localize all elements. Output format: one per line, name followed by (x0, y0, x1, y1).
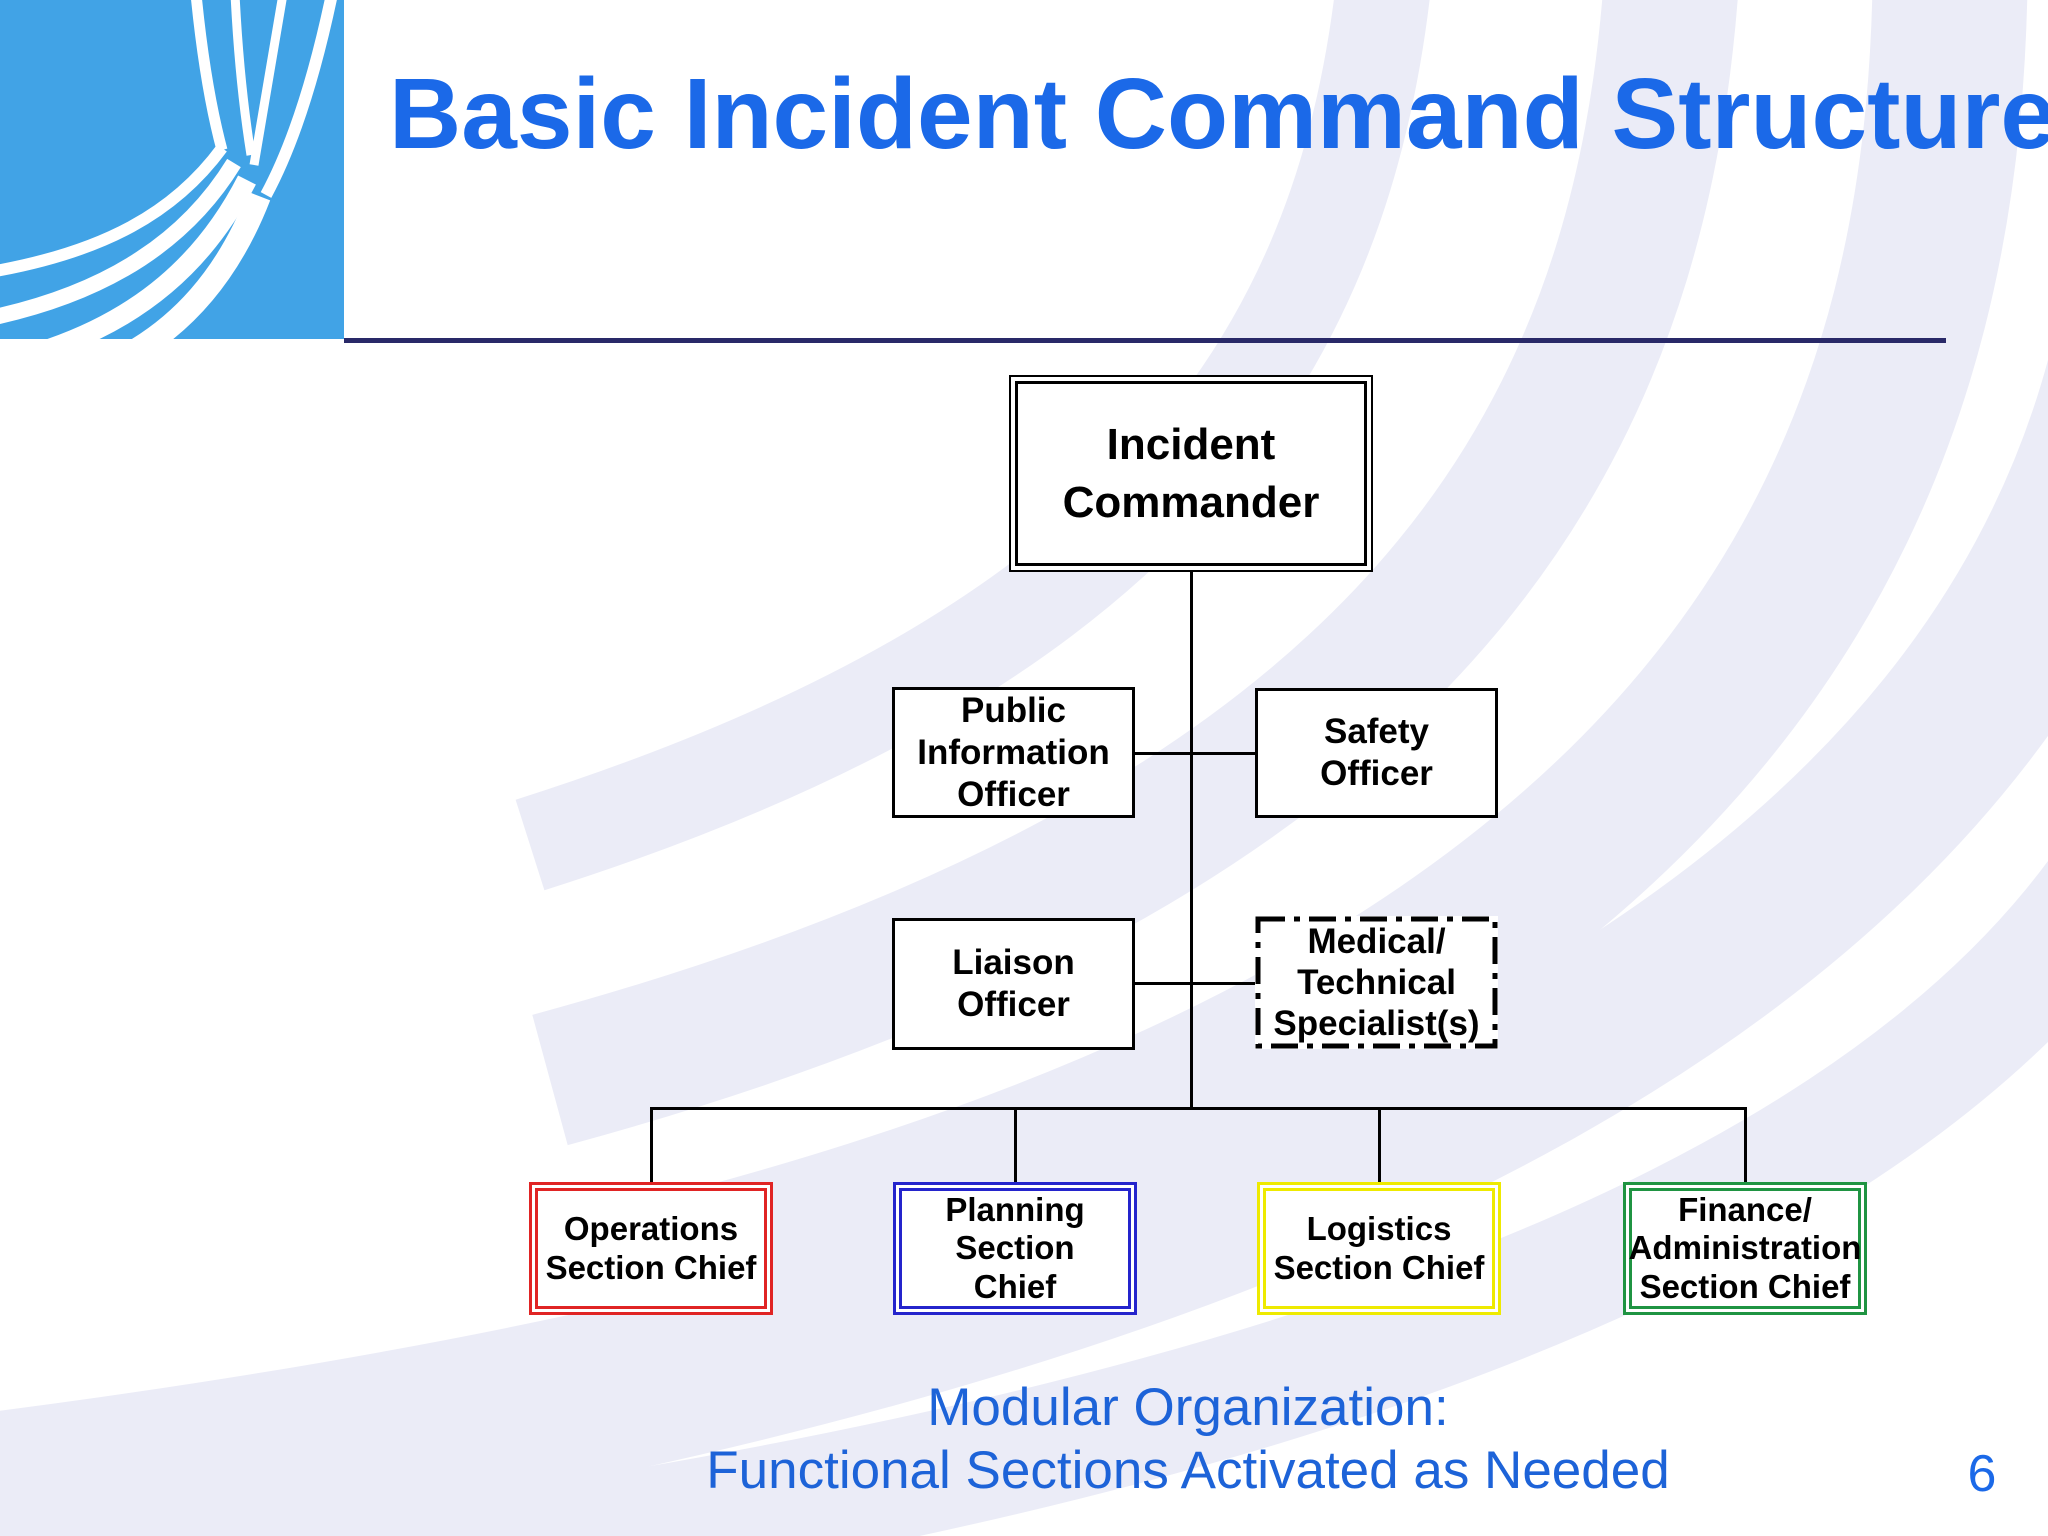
connector-drop-planning (1014, 1107, 1017, 1182)
node-logistics-section-chief: Logistics Section Chief (1257, 1182, 1501, 1315)
node-liaison-officer: Liaison Officer (892, 918, 1135, 1050)
node-label-line: Technical (1297, 962, 1456, 1002)
connector-sections-horizontal (650, 1107, 1747, 1110)
slide-title: Basic Incident Command Structure (389, 58, 2048, 170)
node-finance-administration-section-chief: Finance/ Administration Section Chief (1623, 1182, 1867, 1315)
node-label-line: Planning (945, 1191, 1085, 1229)
slide-title-line2: Incident Command Structure (683, 58, 2048, 170)
node-label-line: Section (955, 1229, 1075, 1267)
node-label-line: Commander (1062, 477, 1320, 527)
connector-officers-row2 (1135, 982, 1255, 985)
caption-line2: Functional Sections Activated as Needed (706, 1441, 1670, 1501)
connector-officers-row1 (1135, 752, 1255, 755)
node-label-line: Finance/ (1678, 1191, 1812, 1229)
incident-commander-inner-border: Incident Commander (1015, 381, 1367, 566)
connector-drop-logistics (1378, 1107, 1381, 1182)
node-label-line: Chief (973, 1267, 1057, 1305)
node-label-line: Section Chief (1639, 1267, 1851, 1305)
node-label-line: Information (917, 732, 1110, 772)
node-label-line: Specialist(s) (1273, 1004, 1480, 1044)
node-incident-commander: Incident Commander (1009, 375, 1373, 572)
connector-drop-operations (650, 1107, 653, 1182)
node-label-line: Liaison (952, 943, 1075, 982)
dash-dot-border (1255, 916, 1498, 1049)
caption-line1: Modular Organization: (927, 1378, 1449, 1437)
node-label-line: Officer (957, 985, 1070, 1024)
node-label: Medical/ Technical Specialist(s) (1273, 921, 1479, 1045)
node-label-line: Public (960, 690, 1067, 730)
node-label-line: Officer (1320, 754, 1433, 793)
slide-caption: Modular Organization: Functional Section… (330, 1376, 2046, 1502)
node-label-line: Officer (957, 774, 1070, 814)
connector-trunk-vertical (1190, 572, 1193, 1109)
node-planning-section-chief: Planning Section Chief (893, 1182, 1137, 1315)
connector-drop-finance (1744, 1107, 1747, 1182)
organization-logo-icon (0, 0, 344, 339)
node-label-line: Section Chief (1273, 1248, 1485, 1286)
node-label-line: Administration (1628, 1229, 1862, 1267)
node-public-information-officer: Public Information Officer (892, 687, 1135, 818)
node-label-line: Section Chief (545, 1248, 757, 1286)
node-label-line: Medical/ (1307, 921, 1446, 961)
page-number: 6 (1967, 1445, 1997, 1503)
node-safety-officer: Safety Officer (1255, 688, 1498, 818)
slide-title-line1: Basic (389, 58, 656, 170)
title-underline-rule (344, 338, 1946, 343)
node-label-line: Incident (1106, 420, 1276, 470)
node-medical-technical-specialists: Medical/ Technical Specialist(s) (1255, 916, 1498, 1049)
node-operations-section-chief: Operations Section Chief (529, 1182, 773, 1315)
node-label-line: Operations (563, 1210, 739, 1248)
node-label-line: Safety (1323, 712, 1430, 751)
node-label-line: Logistics (1306, 1210, 1452, 1248)
